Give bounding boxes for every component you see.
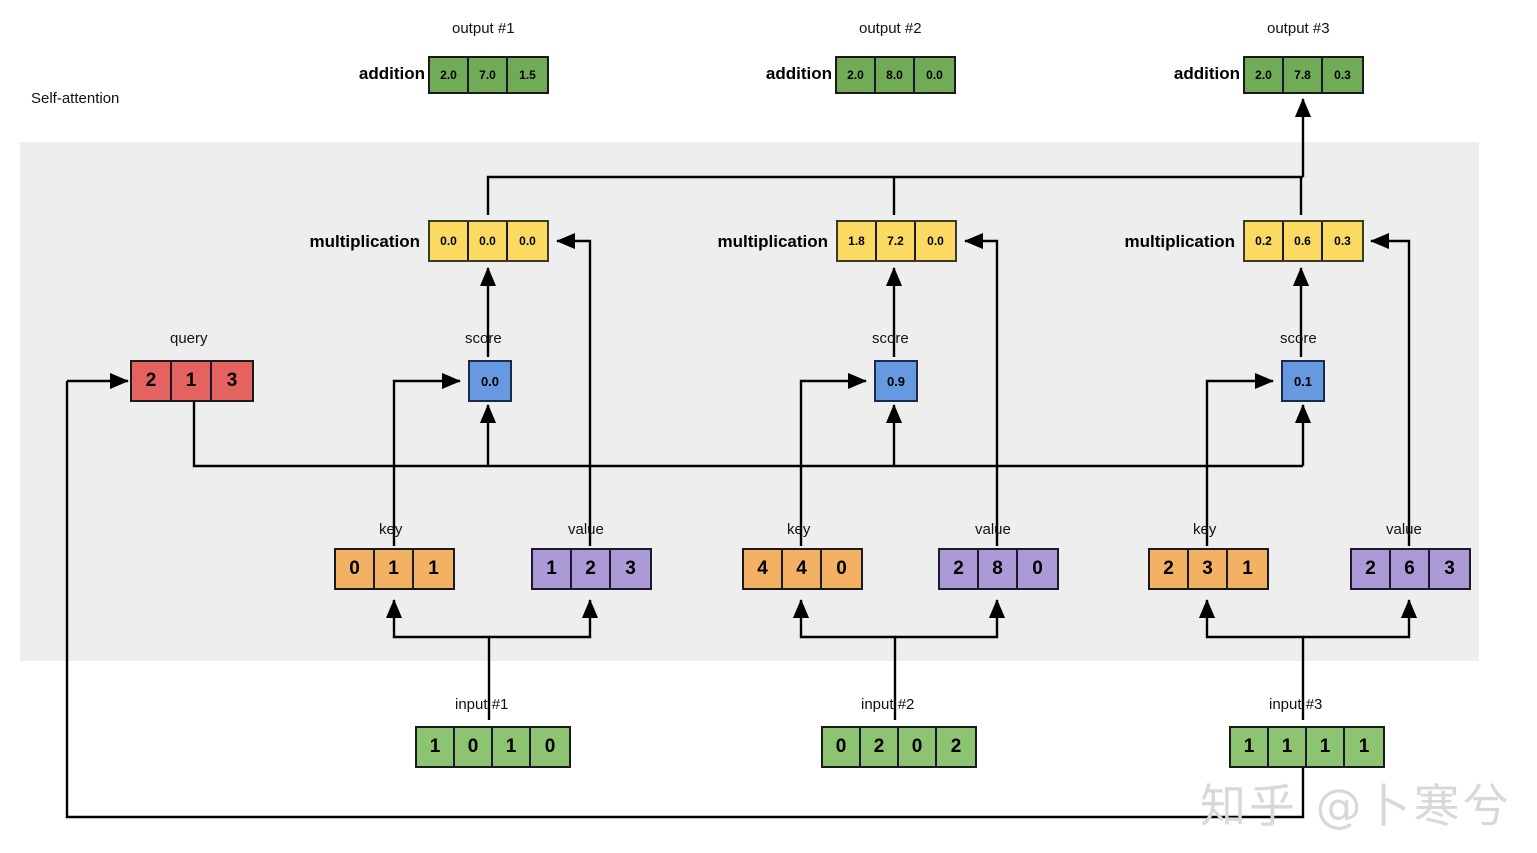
value-1-vector: 1 2 3 — [531, 548, 652, 590]
multiplication-3-vector: 0.2 0.6 0.3 — [1243, 220, 1364, 262]
output-3-cell-0: 2.0 — [1245, 58, 1284, 92]
score-1-caption: score — [465, 330, 502, 347]
output-1-cell-2: 1.5 — [508, 58, 547, 92]
multiplication-2-cell-0: 1.8 — [838, 222, 877, 260]
input-3-cell-1: 1 — [1269, 728, 1307, 766]
query-cell-1: 1 — [172, 362, 212, 400]
key-3-cell-1: 3 — [1189, 550, 1228, 588]
key-2-cell-0: 4 — [744, 550, 783, 588]
score-3-box: 0.1 — [1281, 360, 1325, 402]
multiplication-2-vector: 1.8 7.2 0.0 — [836, 220, 957, 262]
key-1-cell-1: 1 — [375, 550, 414, 588]
key-1-vector: 0 1 1 — [334, 548, 455, 590]
value-2-cell-1: 8 — [979, 550, 1018, 588]
output-3-cell-2: 0.3 — [1323, 58, 1362, 92]
multiplication-2-cell-1: 7.2 — [877, 222, 916, 260]
score-3-caption: score — [1280, 330, 1317, 347]
output-2-cell-2: 0.0 — [915, 58, 954, 92]
output-1-caption: output #1 — [452, 20, 515, 37]
input-1-vector: 1 0 1 0 — [415, 726, 571, 768]
input-1-cell-2: 1 — [493, 728, 531, 766]
value-1-cell-0: 1 — [533, 550, 572, 588]
score-1-value: 0.0 — [470, 362, 510, 400]
output-3-caption: output #3 — [1267, 20, 1330, 37]
key-1-caption: key — [379, 521, 403, 538]
score-1-box: 0.0 — [468, 360, 512, 402]
value-1-caption: value — [568, 521, 604, 538]
output-2-vector: 2.0 8.0 0.0 — [835, 56, 956, 94]
score-2-box: 0.9 — [874, 360, 918, 402]
multiplication-3-label: multiplication — [1124, 232, 1236, 251]
multiplication-1-label: multiplication — [309, 232, 421, 251]
output-2-caption: output #2 — [859, 20, 922, 37]
input-3-cell-0: 1 — [1231, 728, 1269, 766]
value-2-vector: 2 8 0 — [938, 548, 1059, 590]
value-2-cell-0: 2 — [940, 550, 979, 588]
key-2-vector: 4 4 0 — [742, 548, 863, 590]
score-3-value: 0.1 — [1283, 362, 1323, 400]
multiplication-3-cell-0: 0.2 — [1245, 222, 1284, 260]
key-3-cell-0: 2 — [1150, 550, 1189, 588]
input-3-caption: input #3 — [1269, 696, 1323, 713]
input-2-caption: input #2 — [861, 696, 915, 713]
key-3-vector: 2 3 1 — [1148, 548, 1269, 590]
multiplication-2-label: multiplication — [717, 232, 829, 251]
input-1-cell-0: 1 — [417, 728, 455, 766]
value-3-caption: value — [1386, 521, 1422, 538]
value-3-cell-1: 6 — [1391, 550, 1430, 588]
score-2-value: 0.9 — [876, 362, 916, 400]
output-2-cell-0: 2.0 — [837, 58, 876, 92]
value-1-cell-1: 2 — [572, 550, 611, 588]
input-1-cell-3: 0 — [531, 728, 569, 766]
output-1-cell-0: 2.0 — [430, 58, 469, 92]
key-2-cell-1: 4 — [783, 550, 822, 588]
multiplication-2-cell-2: 0.0 — [916, 222, 955, 260]
watermark: 知乎 @卜寒兮 — [1200, 779, 1512, 833]
input-2-cell-0: 0 — [823, 728, 861, 766]
input-3-vector: 1 1 1 1 — [1229, 726, 1385, 768]
input-1-cell-1: 0 — [455, 728, 493, 766]
output-3-op-label: addition — [1173, 64, 1240, 83]
multiplication-1-vector: 0.0 0.0 0.0 — [428, 220, 549, 262]
output-1-op-label: addition — [358, 64, 425, 83]
page-title: Self-attention — [31, 90, 120, 107]
output-1-cell-1: 7.0 — [469, 58, 508, 92]
key-3-caption: key — [1193, 521, 1217, 538]
multiplication-3-cell-1: 0.6 — [1284, 222, 1323, 260]
query-caption: query — [170, 330, 208, 347]
key-3-cell-2: 1 — [1228, 550, 1267, 588]
value-1-cell-2: 3 — [611, 550, 650, 588]
key-1-cell-0: 0 — [336, 550, 375, 588]
multiplication-3-cell-2: 0.3 — [1323, 222, 1362, 260]
query-cell-0: 2 — [132, 362, 172, 400]
input-3-cell-2: 1 — [1307, 728, 1345, 766]
value-3-vector: 2 6 3 — [1350, 548, 1471, 590]
query-cell-2: 3 — [212, 362, 252, 400]
output-2-cell-1: 8.0 — [876, 58, 915, 92]
key-1-cell-2: 1 — [414, 550, 453, 588]
input-2-vector: 0 2 0 2 — [821, 726, 977, 768]
key-2-caption: key — [787, 521, 811, 538]
value-2-cell-2: 0 — [1018, 550, 1057, 588]
input-2-cell-2: 0 — [899, 728, 937, 766]
multiplication-1-cell-0: 0.0 — [430, 222, 469, 260]
value-3-cell-2: 3 — [1430, 550, 1469, 588]
value-2-caption: value — [975, 521, 1011, 538]
multiplication-1-cell-2: 0.0 — [508, 222, 547, 260]
input-3-cell-3: 1 — [1345, 728, 1383, 766]
output-3-cell-1: 7.8 — [1284, 58, 1323, 92]
input-2-cell-1: 2 — [861, 728, 899, 766]
query-vector: 2 1 3 — [130, 360, 254, 402]
multiplication-1-cell-1: 0.0 — [469, 222, 508, 260]
input-1-caption: input #1 — [455, 696, 509, 713]
score-2-caption: score — [872, 330, 909, 347]
output-3-vector: 2.0 7.8 0.3 — [1243, 56, 1364, 94]
input-2-cell-3: 2 — [937, 728, 975, 766]
key-2-cell-2: 0 — [822, 550, 861, 588]
output-1-vector: 2.0 7.0 1.5 — [428, 56, 549, 94]
value-3-cell-0: 2 — [1352, 550, 1391, 588]
output-2-op-label: addition — [765, 64, 832, 83]
